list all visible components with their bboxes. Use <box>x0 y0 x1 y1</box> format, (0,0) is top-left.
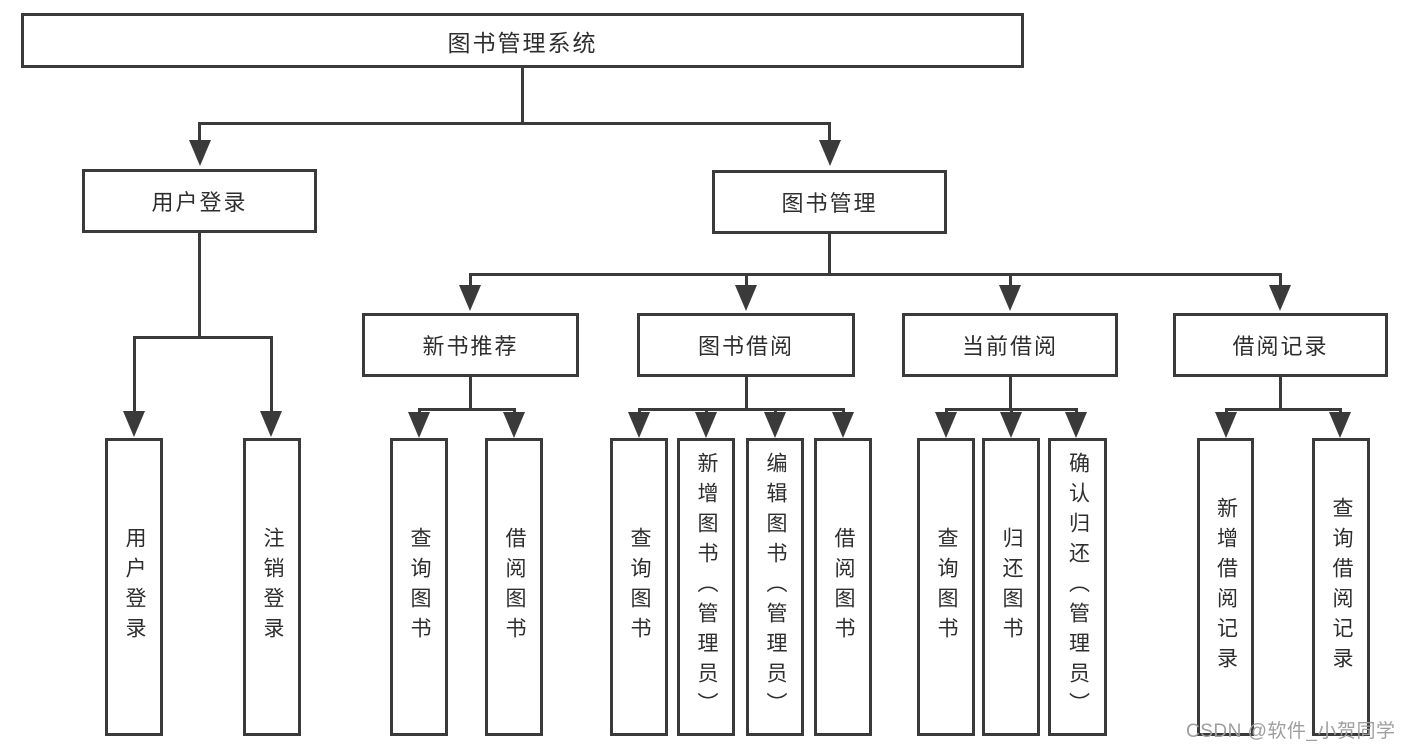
node-user-login: 用户登录 <box>82 169 317 233</box>
connector-newbook-bar <box>418 408 516 411</box>
arrowhead-to-leaf-cb-return <box>1000 412 1022 438</box>
connector-borrowrecord-stem <box>1279 377 1282 408</box>
connector-root-drop-right <box>828 122 831 142</box>
connector-borrowrecord-bar <box>1225 408 1342 411</box>
leaf-current-confirm-return-admin: 确认归还（管理员） <box>1048 438 1107 736</box>
node-book-management: 图书管理 <box>712 170 947 234</box>
connector-root-bar <box>198 122 831 125</box>
arrowhead-to-leaf-cb-confirm <box>1065 412 1087 438</box>
arrowhead-to-leaf-user-login <box>123 411 145 437</box>
node-new-book-recommend: 新书推荐 <box>362 313 579 377</box>
leaf-borrow-query-books: 查询图书 <box>610 438 668 736</box>
arrowhead-to-borrow-record <box>1269 285 1291 311</box>
arrowhead-to-leaf-bb-query <box>628 412 650 438</box>
arrowhead-to-leaf-logout <box>260 411 282 437</box>
arrowhead-to-leaf-nb-query <box>408 412 430 438</box>
arrowhead-to-new-book-recommend <box>459 285 481 311</box>
arrowhead-to-leaf-br-query <box>1329 412 1351 438</box>
node-book-management-label: 图书管理 <box>781 191 878 216</box>
node-current-borrow: 当前借阅 <box>902 313 1118 377</box>
node-borrow-record: 借阅记录 <box>1173 313 1388 377</box>
arrowhead-to-leaf-nb-borrow <box>503 412 525 438</box>
leaf-current-return-books: 归还图书 <box>982 438 1040 736</box>
leaf-newbook-borrow-books: 借阅图书 <box>485 438 543 736</box>
node-user-login-label: 用户登录 <box>151 190 248 215</box>
arrowhead-to-book-borrow <box>735 285 757 311</box>
connector-bookmgmt-bar <box>469 273 1282 276</box>
connector-userlogin-stem <box>198 233 201 336</box>
arrowhead-to-leaf-bb-add <box>695 412 717 438</box>
connector-root-drop-left <box>198 122 201 142</box>
arrowhead-to-leaf-bb-edit <box>764 412 786 438</box>
leaf-logout: 注销登录 <box>243 438 301 736</box>
connector-root-stem <box>521 68 524 122</box>
node-new-book-recommend-label: 新书推荐 <box>422 334 519 359</box>
connector-bookmgmt-drop-2 <box>745 273 748 287</box>
node-borrow-record-label: 借阅记录 <box>1232 334 1329 359</box>
node-current-borrow-label: 当前借阅 <box>961 334 1058 359</box>
connector-userlogin-drop-2 <box>270 336 273 412</box>
connector-bookmgmt-drop-1 <box>469 273 472 287</box>
leaf-record-query-borrow-record: 查询借阅记录 <box>1312 438 1370 736</box>
connector-currentborrow-stem <box>1009 377 1012 408</box>
arrowhead-to-book-management <box>819 140 841 166</box>
connector-bookmgmt-drop-4 <box>1279 273 1282 287</box>
arrowhead-to-leaf-bb-borrow <box>832 412 854 438</box>
arrowhead-to-user-login <box>189 140 211 166</box>
leaf-newbook-query-books: 查询图书 <box>390 438 448 736</box>
connector-userlogin-bar <box>133 336 273 339</box>
arrowhead-to-leaf-cb-query <box>935 412 957 438</box>
node-book-borrow: 图书借阅 <box>637 313 855 377</box>
connector-bookmgmt-drop-3 <box>1009 273 1012 287</box>
connector-bookborrow-bar <box>638 408 845 411</box>
arrowhead-to-leaf-br-add <box>1215 412 1237 438</box>
connector-userlogin-drop-1 <box>133 336 136 412</box>
connector-bookborrow-stem <box>745 377 748 408</box>
node-book-borrow-label: 图书借阅 <box>697 334 794 359</box>
leaf-record-add-borrow-record: 新增借阅记录 <box>1197 438 1254 736</box>
node-root-label: 图书管理系统 <box>447 29 598 56</box>
leaf-user-login: 用户登录 <box>105 438 163 736</box>
leaf-borrow-edit-books-admin: 编辑图书（管理员） <box>746 438 804 736</box>
leaf-current-query-books: 查询图书 <box>917 438 975 736</box>
connector-bookmgmt-stem <box>828 234 831 273</box>
leaf-borrow-add-books-admin: 新增图书（管理员） <box>677 438 735 736</box>
leaf-borrow-borrow-books: 借阅图书 <box>814 438 872 736</box>
node-root: 图书管理系统 <box>21 13 1024 68</box>
connector-newbook-stem <box>469 377 472 408</box>
csdn-watermark: CSDN @软件_小贺同学 <box>1186 721 1396 742</box>
arrowhead-to-current-borrow <box>999 285 1021 311</box>
